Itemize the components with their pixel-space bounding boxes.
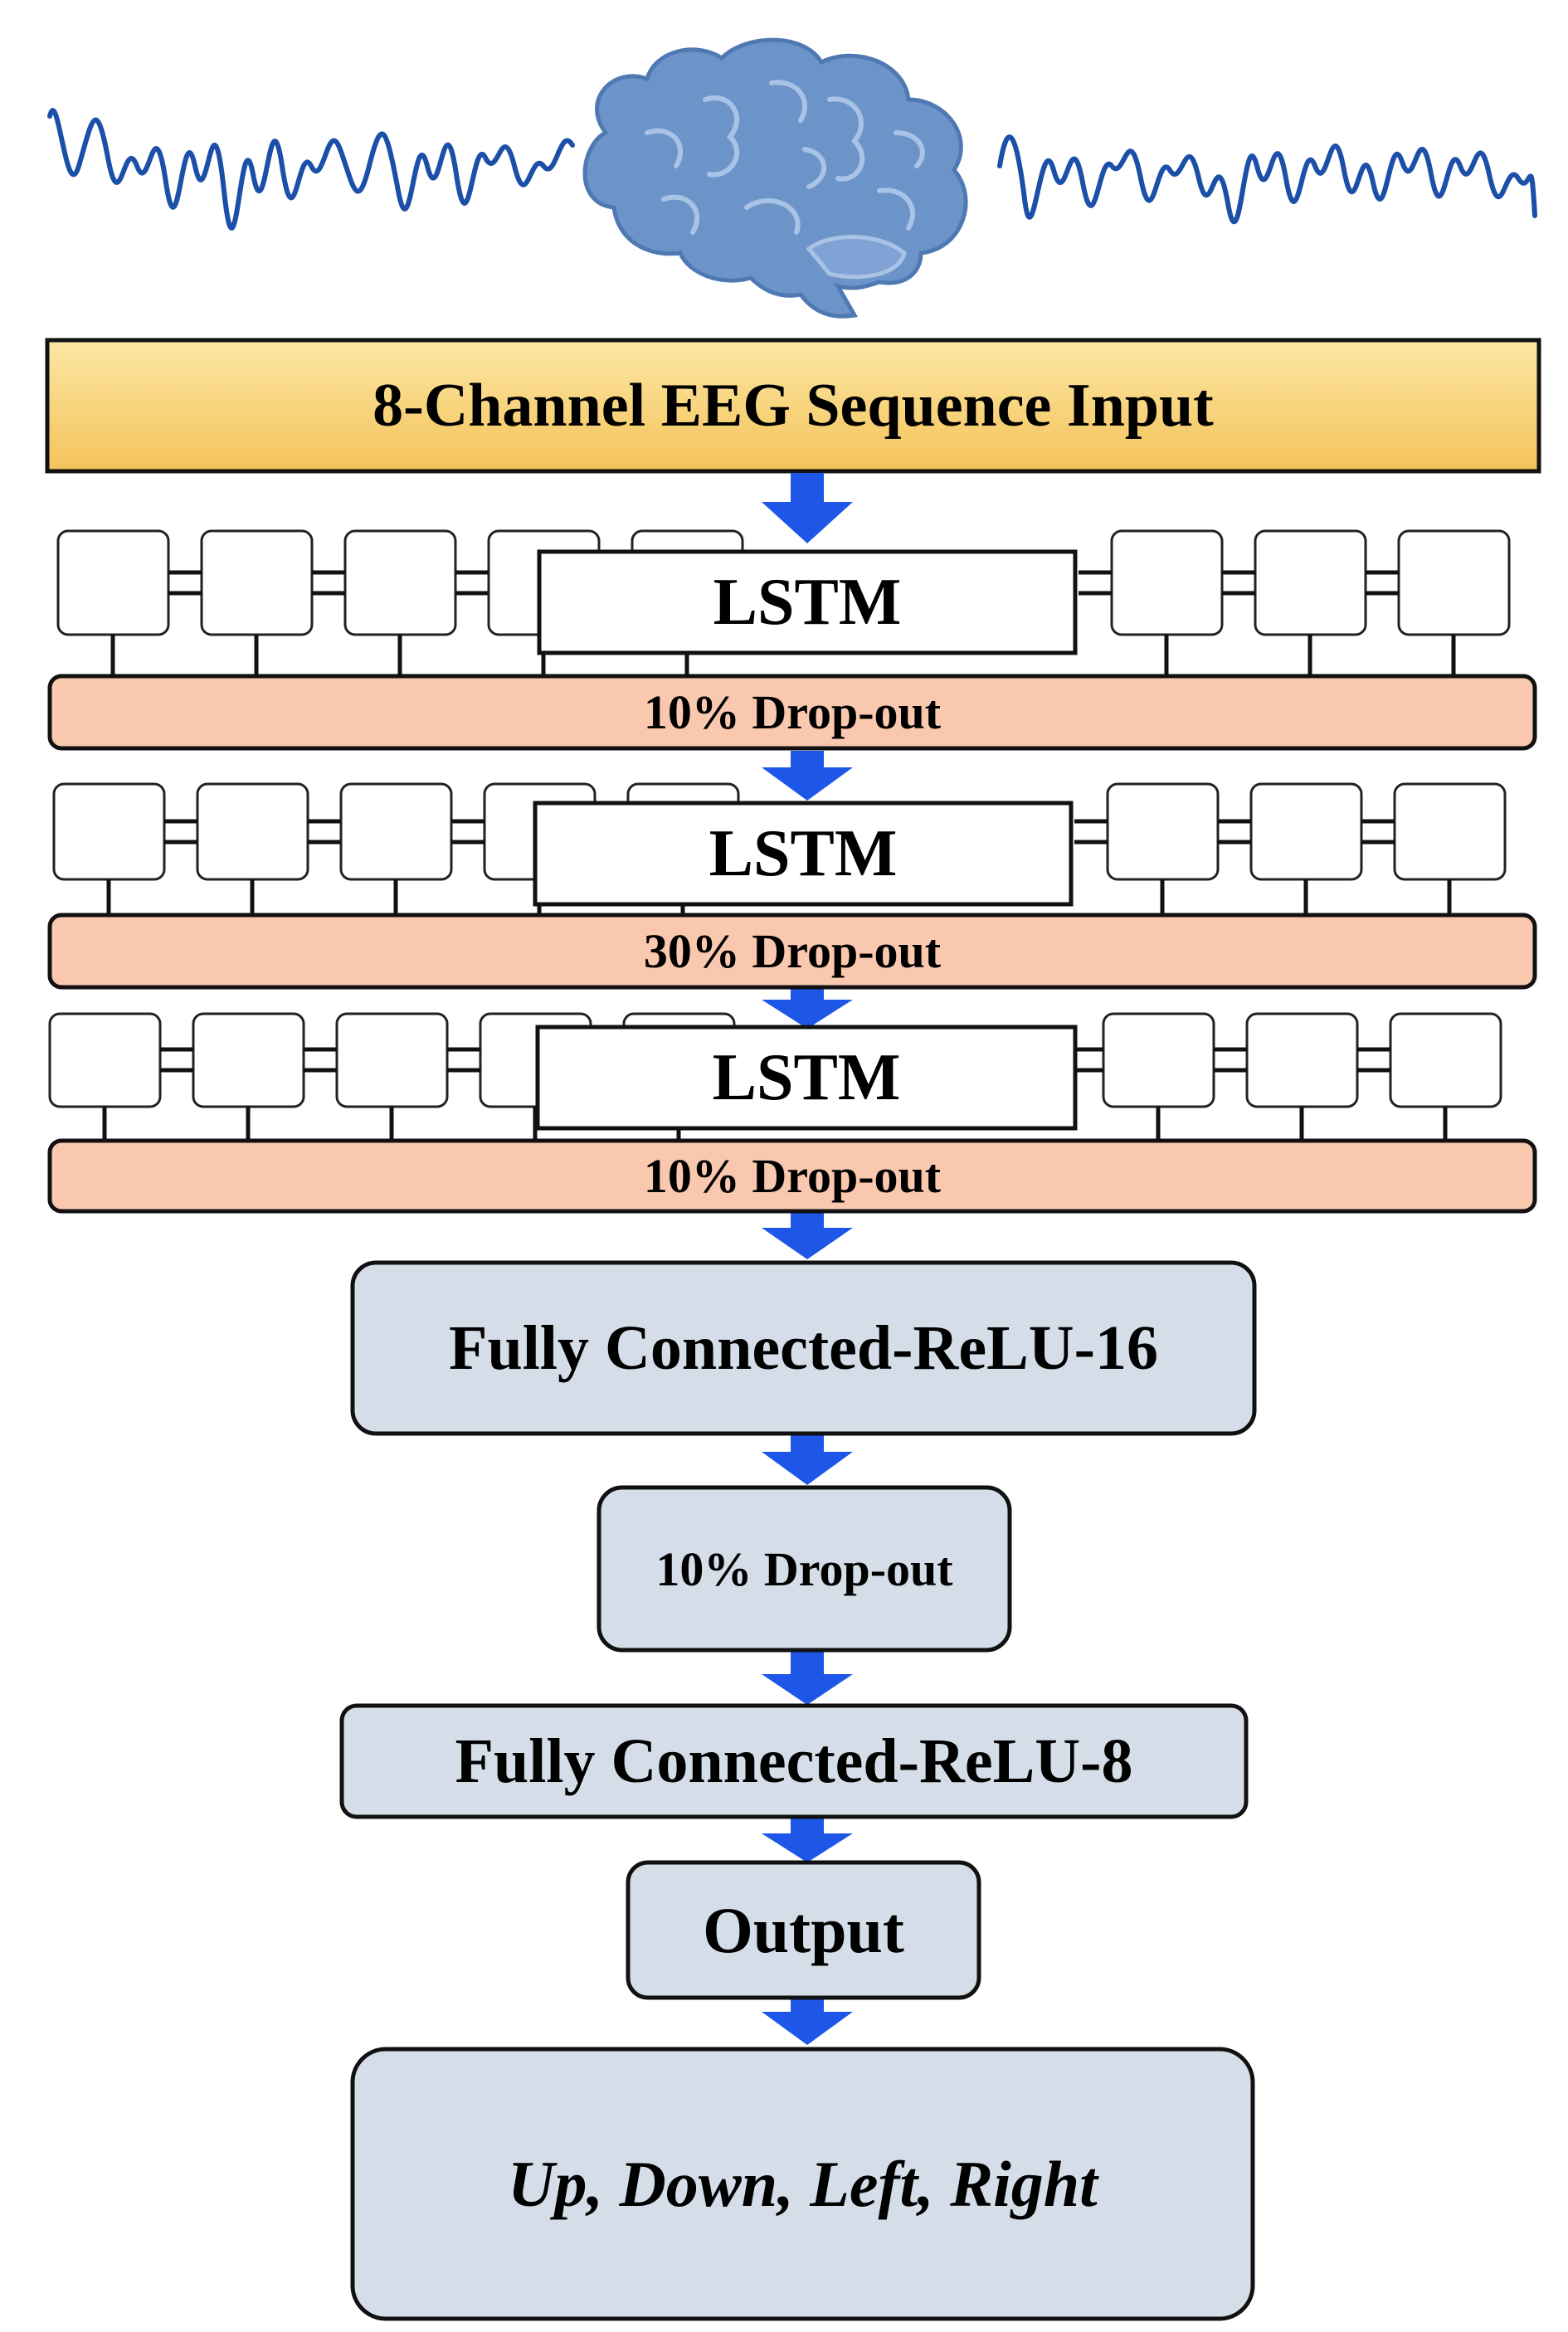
fc-relu-8-label: Fully Connected-ReLU-8 <box>455 1726 1133 1796</box>
lstm-unit-chain-right <box>1110 529 1511 636</box>
arrow-input-to-lstm1 <box>762 473 853 543</box>
lstm-layer-1 <box>47 529 1537 751</box>
lstm-label-box <box>537 549 1078 655</box>
lstm-unit-connectors <box>102 1047 1448 1141</box>
output-box <box>626 1860 981 2000</box>
eeg-wave-left-icon <box>47 108 575 231</box>
eeg-wave-right-icon <box>997 134 1537 225</box>
arrow-fc2-to-output <box>762 1817 853 1862</box>
arrow-lstm2-to-lstm3 <box>762 987 853 1029</box>
arrow-fc1-to-dropout <box>762 1435 853 1485</box>
lstm-layer-2-label: LSTM <box>709 816 898 890</box>
fc-relu-16-box <box>350 1260 1257 1436</box>
input-layer-label: 8-Channel EEG Sequence Input <box>373 371 1214 440</box>
lstm-layer-1-label: LSTM <box>713 565 902 639</box>
dropout-box <box>597 1485 1012 1653</box>
arrow-output-to-classes <box>762 1998 853 2045</box>
fc-relu-16-label: Fully Connected-ReLU-16 <box>449 1312 1158 1383</box>
flow-arrows <box>762 473 853 2045</box>
lstm-unit-chain-right <box>1102 1012 1502 1108</box>
arrow-dropout-to-fc2 <box>762 1651 853 1705</box>
lstm-layer-3-label: LSTM <box>712 1040 901 1114</box>
lstm-layer-1-dropout-label: 10% Drop-out <box>643 685 942 739</box>
lstm-layer-3-dropout-label: 10% Drop-out <box>643 1149 942 1203</box>
dropout-after-fc1-label: 10% Drop-out <box>655 1541 953 1596</box>
lstm-unit-connectors <box>106 819 1452 915</box>
brain-icon <box>582 37 968 319</box>
classes-label: Up, Down, Left, Right <box>508 2147 1098 2220</box>
lstm-layer-3 <box>47 1012 1537 1214</box>
arrow-lstm1-to-lstm2 <box>762 751 853 801</box>
output-label: Output <box>703 1893 904 1966</box>
input-layer-box <box>45 338 1541 474</box>
dropout-bar <box>47 1138 1537 1214</box>
lstm-layer-2 <box>47 782 1537 990</box>
lstm-unit-connectors <box>110 570 1456 676</box>
lstm-unit-chain-right <box>1106 782 1507 881</box>
dropout-bar <box>47 674 1537 751</box>
arrow-lstm3-to-fc1 <box>762 1211 853 1259</box>
lstm-layer-2-dropout-label: 30% Drop-out <box>643 924 942 978</box>
dropout-bar <box>47 913 1537 990</box>
lstm-label-box <box>535 1025 1078 1131</box>
classes-box <box>350 2047 1255 2321</box>
lstm-label-box <box>533 801 1074 907</box>
fc-relu-8-box <box>339 1703 1249 1819</box>
